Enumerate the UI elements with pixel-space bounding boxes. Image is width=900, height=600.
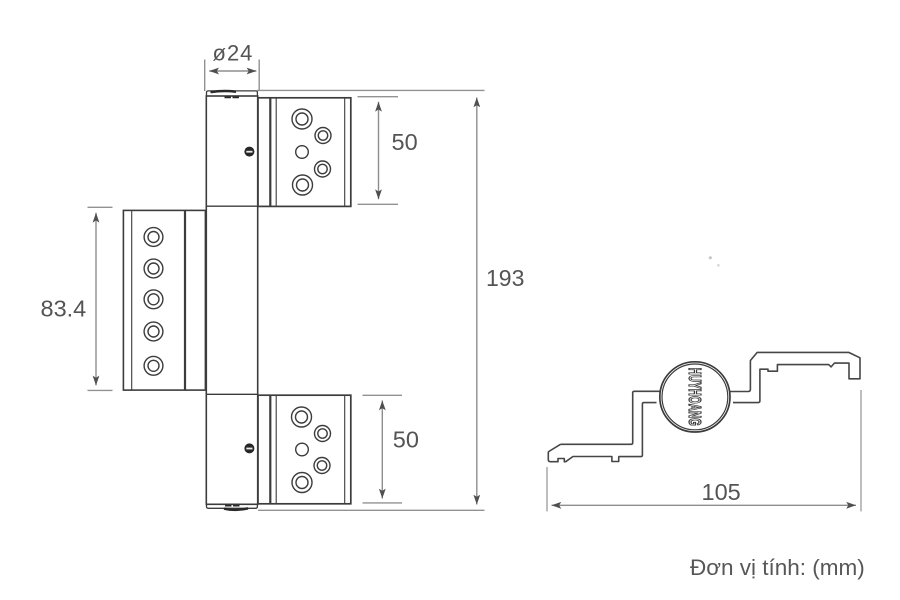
svg-text:50: 50 <box>392 129 418 155</box>
svg-text:ø24: ø24 <box>213 41 254 66</box>
svg-text:83.4: 83.4 <box>41 296 87 322</box>
svg-text:HUYHOANG: HUYHOANG <box>685 368 705 426</box>
svg-text:50: 50 <box>393 427 419 453</box>
svg-text:105: 105 <box>702 479 741 505</box>
svg-text:193: 193 <box>486 265 524 291</box>
svg-text:Đơn vị tính: (mm): Đơn vị tính: (mm) <box>690 555 865 580</box>
